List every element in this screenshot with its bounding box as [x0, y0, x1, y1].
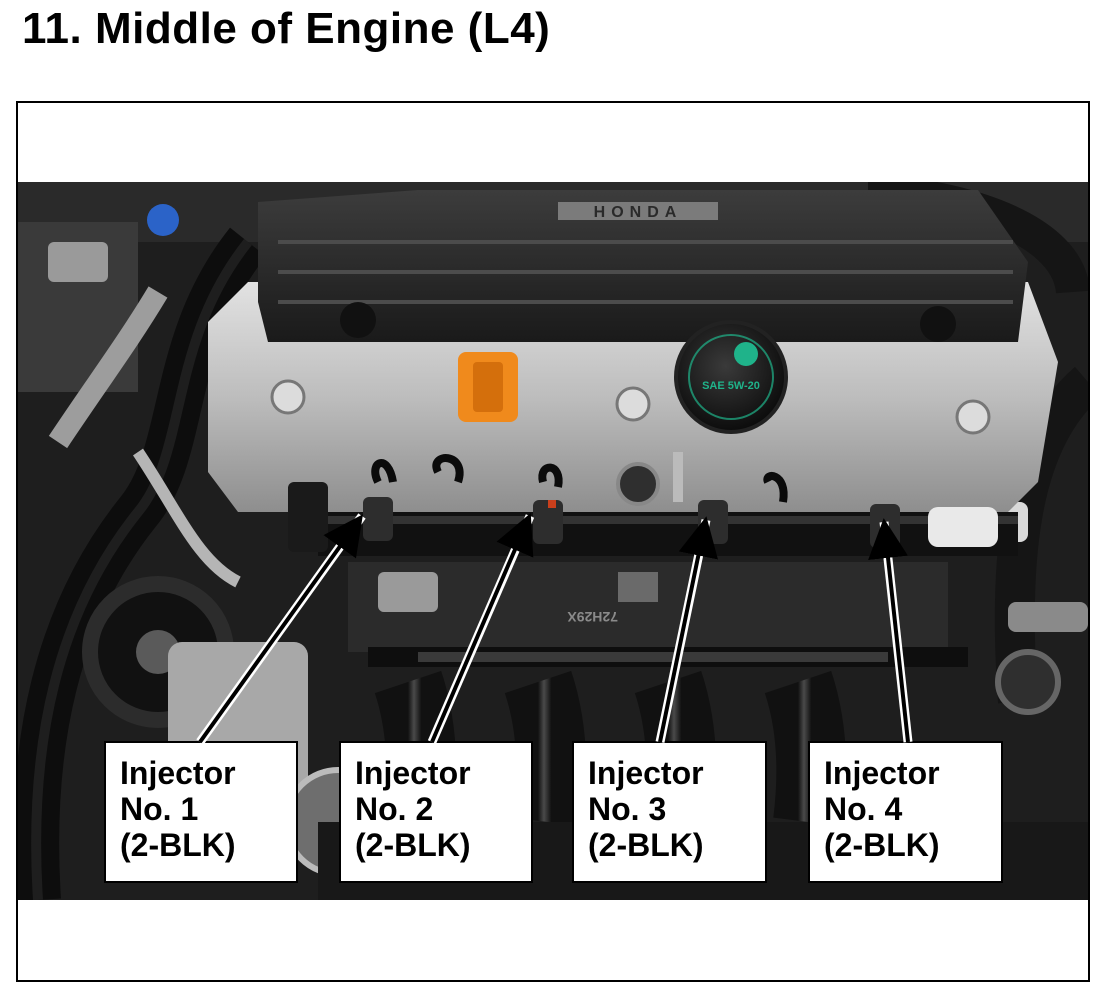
callout-4-line1: Injector	[824, 755, 940, 791]
callout-2-line3: (2-BLK)	[355, 827, 471, 863]
manifold-mark: 72H29X	[567, 609, 618, 625]
page-title: 11. Middle of Engine (L4)	[22, 4, 551, 53]
injector-1	[363, 497, 393, 541]
callout-3-line2: No. 3	[588, 791, 667, 827]
callout-injector-1: Injector No. 1 (2-BLK)	[104, 741, 298, 883]
callout-injector-2: Injector No. 2 (2-BLK)	[339, 741, 533, 883]
cover-logo: HONDA	[594, 204, 683, 221]
callout-1-line1: Injector	[120, 755, 236, 791]
oil-cap-text: SAE 5W-20	[702, 380, 760, 392]
arrow-injector-1	[196, 513, 366, 745]
oil-filler-cap	[674, 320, 788, 434]
callout-2-line2: No. 2	[355, 791, 434, 827]
callout-4-line3: (2-BLK)	[824, 827, 940, 863]
callout-1-line2: No. 1	[120, 791, 199, 827]
callout-4-line2: No. 4	[824, 791, 903, 827]
arrow-injector-4	[868, 518, 913, 743]
callout-3-line3: (2-BLK)	[588, 827, 704, 863]
arrow-injector-3	[655, 516, 718, 743]
callout-injector-4: Injector No. 4 (2-BLK)	[808, 741, 1003, 883]
callout-1-line3: (2-BLK)	[120, 827, 236, 863]
arrow-injector-2	[427, 512, 535, 744]
injector-2	[533, 500, 563, 544]
callout-3-line1: Injector	[588, 755, 704, 791]
blue-cap	[147, 204, 179, 236]
callout-injector-3: Injector No. 3 (2-BLK)	[572, 741, 767, 883]
callout-2-line1: Injector	[355, 755, 471, 791]
